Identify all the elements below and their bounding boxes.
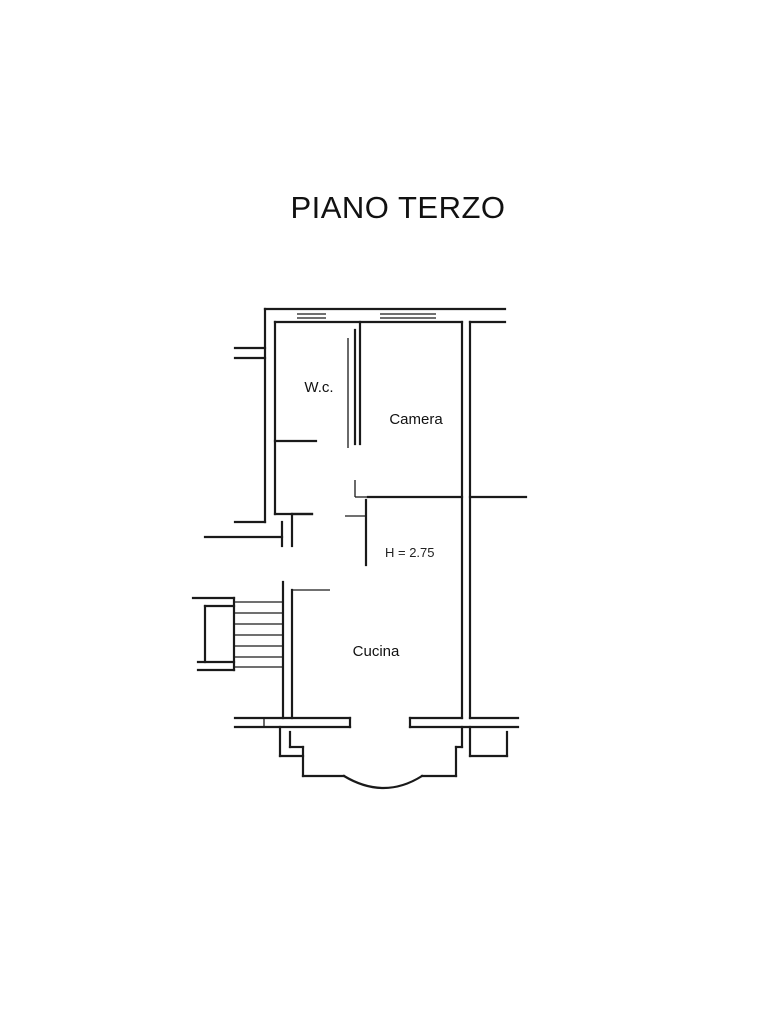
ceiling-height-label: H = 2.75: [385, 545, 435, 560]
interior-walls: [273, 320, 464, 720]
plan-title: PIANO TERZO: [290, 190, 505, 225]
balcony-bay: [278, 725, 509, 790]
staircase: [191, 596, 283, 672]
room-label-wc: W.c.: [304, 379, 333, 396]
exterior-walls: [203, 307, 528, 729]
room-label-camera: Camera: [389, 411, 443, 428]
room-label-cucina: Cucina: [353, 643, 400, 660]
